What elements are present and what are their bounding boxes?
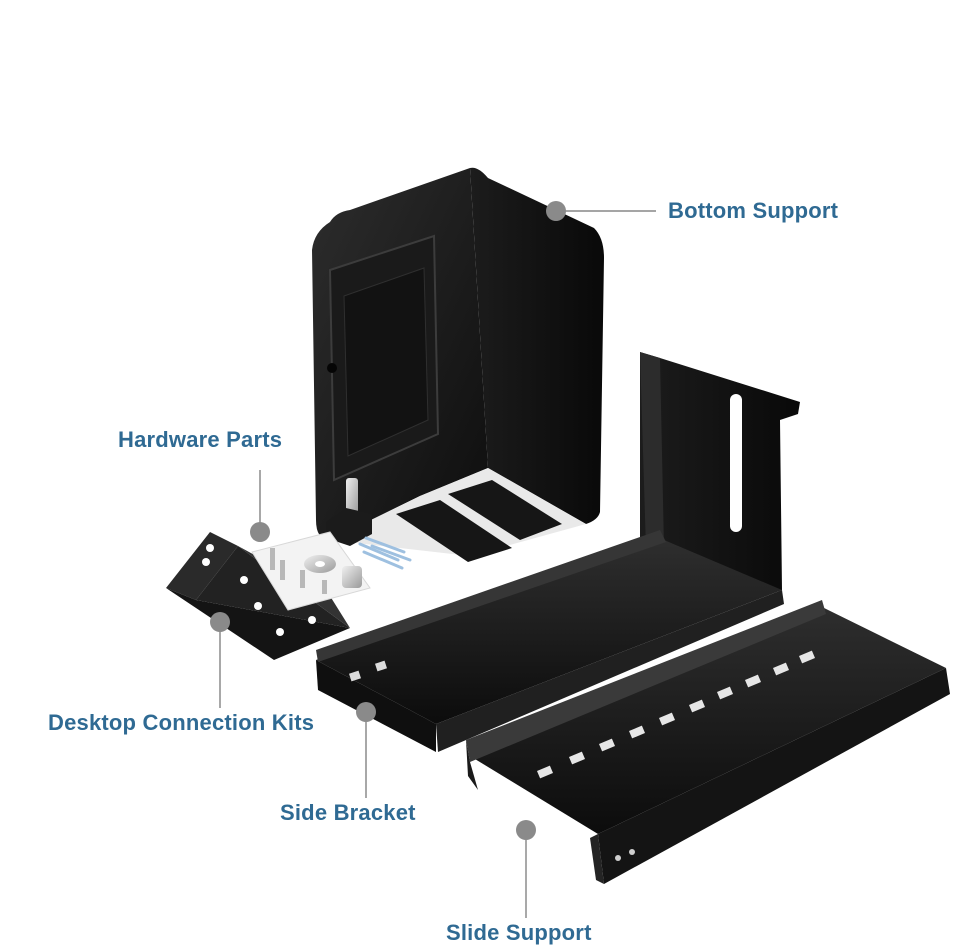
slide-support-part [466, 600, 950, 884]
side-bracket-label: Side Bracket [280, 800, 416, 825]
hardware-parts-group [251, 531, 412, 611]
hardware-parts-callout-dot [250, 522, 270, 542]
bottom-support-callout-dot [546, 201, 566, 221]
bottom-support-part [312, 167, 604, 562]
slide-support-label: Slide Support [446, 920, 592, 945]
hardware-parts-label: Hardware Parts [118, 427, 283, 452]
side-bracket-callout-dot [356, 702, 376, 722]
desktop-connection-kits-label: Desktop Connection Kits [48, 710, 315, 735]
side-bracket-part [316, 352, 800, 752]
bottom-support-label: Bottom Support [668, 198, 839, 223]
desktop-kit-callout-dot [210, 612, 230, 632]
callout-lines [219, 210, 656, 918]
slide-support-callout-dot [516, 820, 536, 840]
